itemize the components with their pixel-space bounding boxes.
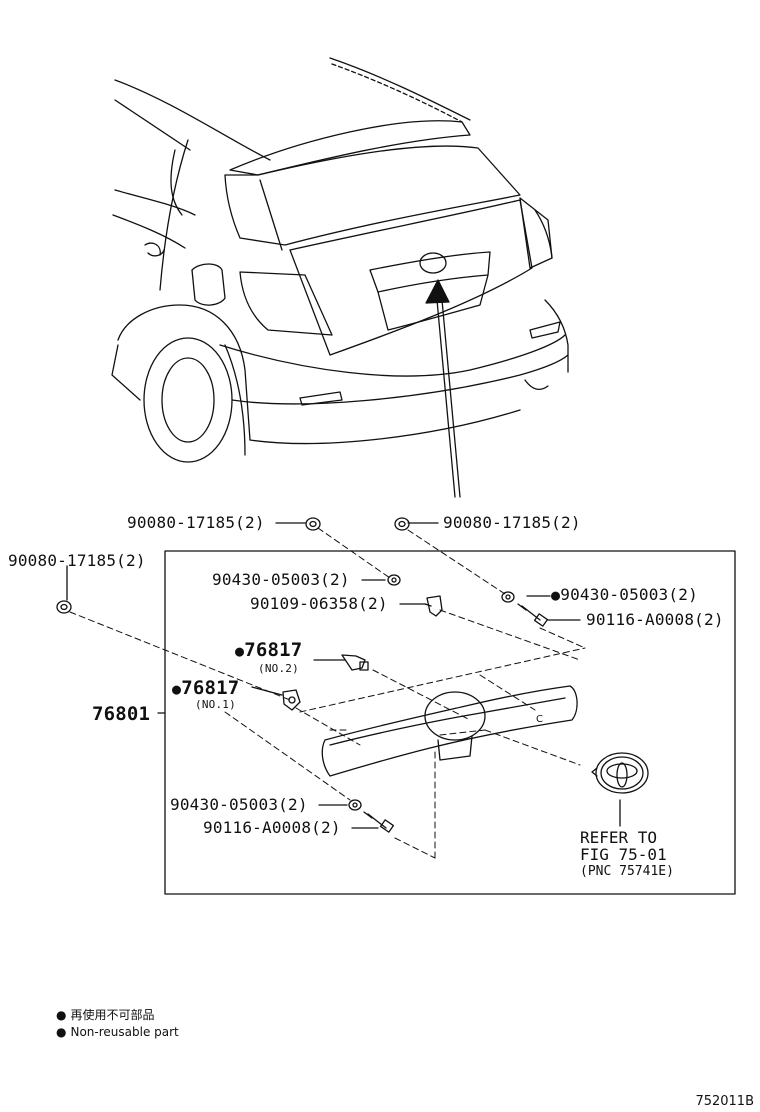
screw-90109	[424, 595, 443, 617]
legend-jp-text: 再使用不可部品	[70, 1008, 155, 1022]
clip-76817-no2	[341, 654, 369, 671]
refer-line-2: FIG 75-01	[580, 845, 667, 864]
clip-76817-no1	[282, 689, 301, 711]
legend-en: ●Non-reusable part	[56, 1025, 179, 1040]
part-label-90080-17185: 90080-17185(2)	[443, 514, 581, 532]
part-qty: (2)	[235, 513, 265, 532]
part-label-76817-no2: ●76817	[235, 639, 302, 662]
illustration-code: 752011B	[695, 1094, 754, 1109]
part-number: 76817	[244, 639, 303, 661]
assembly-frame	[164, 550, 736, 895]
part-label-90116-a0008: 90116-A0008(2)	[586, 611, 724, 629]
part-label-90116-a0008: 90116-A0008(2)	[203, 819, 341, 837]
part-qty: (2)	[311, 818, 341, 837]
toyota-emblem	[591, 752, 649, 794]
assembly-dashes	[69, 527, 586, 859]
legend-bullet: ●	[56, 1025, 67, 1039]
nut-90430-b	[501, 591, 515, 603]
part-label-90080-17185: 90080-17185(2)	[8, 552, 146, 570]
non-reusable-mark: ●	[551, 586, 561, 604]
part-label-76801: 76801	[92, 703, 150, 725]
part-number: 90116-A0008	[203, 818, 312, 837]
part-label-90080-17185: 90080-17185(2)	[127, 514, 265, 532]
part-number: 90116-A0008	[586, 610, 695, 629]
part-number: 90430-05003	[560, 585, 669, 604]
clip-90080-top-left	[305, 517, 321, 531]
nut-90430-a	[387, 574, 401, 586]
part-number: 90080-17185	[443, 513, 552, 532]
part-qty: (2)	[694, 610, 724, 629]
refer-line-1: REFER TO	[580, 828, 658, 847]
part-qty: (2)	[551, 513, 581, 532]
svg-text:C: C	[536, 714, 543, 725]
bolt-90116-a	[517, 603, 549, 627]
non-reusable-mark: ●	[172, 680, 182, 698]
refer-line-3: (PNC 75741E)	[580, 864, 674, 879]
clip-90080-top-right	[394, 517, 410, 531]
part-number: 76801	[92, 703, 151, 725]
part-sub-label: (NO.1)	[195, 698, 236, 711]
legend-jp: ●再使用不可部品	[56, 1008, 155, 1023]
refer-note: REFER TO FIG 75-01 (PNC 75741E)	[580, 829, 674, 880]
non-reusable-mark: ●	[235, 642, 245, 660]
legend-bullet: ●	[56, 1008, 67, 1022]
part-number: 90080-17185	[8, 551, 117, 570]
car-rear-illustration	[111, 57, 569, 498]
part-number: 90430-05003	[212, 570, 321, 589]
part-qty: (2)	[320, 570, 350, 589]
part-label-76817-no1: ●76817	[172, 677, 239, 700]
part-label-90430-05003: 90430-05003(2)	[170, 796, 308, 814]
leader-lines	[66, 522, 621, 829]
part-label-90430-05003: 90430-05003(2)	[212, 571, 350, 589]
part-label-90430-05003-nonreusable: ●90430-05003(2)	[551, 585, 698, 605]
bolt-90116-b	[363, 811, 395, 833]
part-number: 76817	[181, 677, 240, 699]
part-qty: (2)	[668, 585, 698, 604]
part-qty: (2)	[116, 551, 146, 570]
nut-90430-c	[348, 799, 362, 811]
clip-90080-left	[56, 600, 72, 614]
part-number: 90430-05003	[170, 795, 279, 814]
part-sub-label: (NO.2)	[258, 662, 299, 675]
part-number: 90109-06358	[250, 594, 359, 613]
part-qty: (2)	[278, 795, 308, 814]
legend-en-text: Non-reusable part	[70, 1025, 179, 1039]
part-label-90109-06358: 90109-06358(2)	[250, 595, 388, 613]
part-number: 90080-17185	[127, 513, 236, 532]
back-door-garnish: C	[321, 685, 578, 777]
part-qty: (2)	[358, 594, 388, 613]
